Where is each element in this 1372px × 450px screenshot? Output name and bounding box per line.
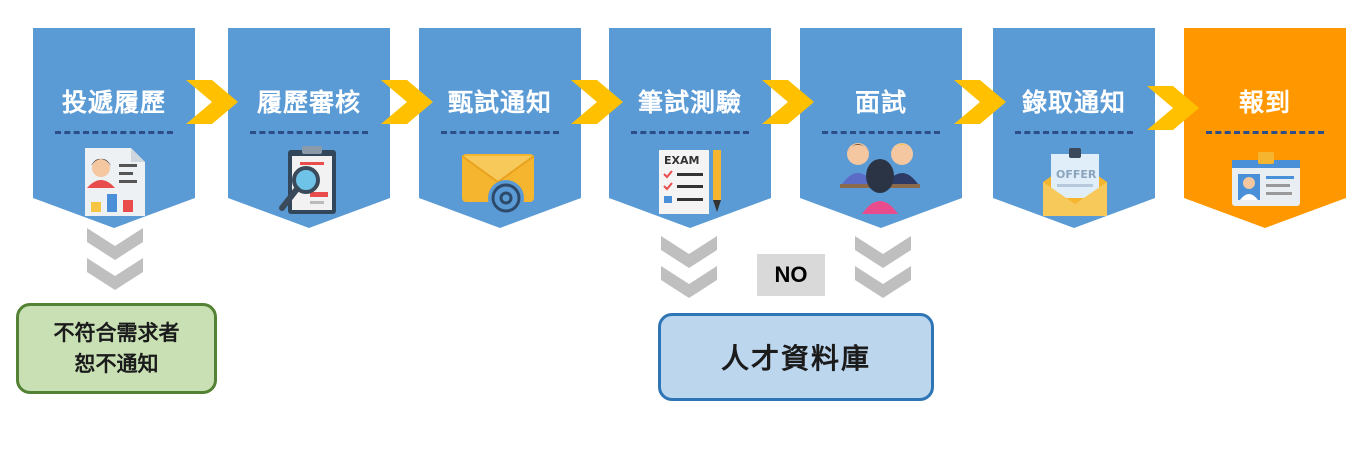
step-divider (250, 131, 368, 134)
down-chevron-icon (87, 228, 143, 290)
process-flow: 投遞履歷 履歷審核 (33, 28, 1346, 228)
connector-arrow-icon (762, 80, 814, 124)
step-label: 投遞履歷 (61, 88, 166, 117)
resume-magnifier-icon (279, 146, 336, 214)
step-divider (822, 131, 940, 134)
connector-arrow-icon (186, 80, 238, 124)
email-envelope-icon (461, 154, 535, 216)
talent-pool-box: 人才資料庫 (658, 313, 934, 401)
no-label: NO (757, 254, 825, 296)
step-divider (441, 131, 559, 134)
reject-note: 不符合需求者 恕不通知 (16, 303, 217, 394)
step-offer-notice: 錄取通知 OFFER (993, 28, 1155, 228)
step-label: 履歷審核 (256, 88, 361, 117)
step-divider (631, 131, 749, 134)
offer-letter-icon: OFFER (1043, 148, 1107, 216)
step-label: 面試 (854, 88, 907, 117)
step-shape (228, 28, 390, 228)
step-shape (419, 28, 581, 228)
step-divider (1206, 131, 1324, 134)
svg-text:OFFER: OFFER (1056, 168, 1097, 181)
down-chevron-icon (661, 236, 717, 298)
step-report-to-work: 報到 (1184, 28, 1346, 228)
interview-people-icon (840, 143, 920, 214)
step-divider (1015, 131, 1133, 134)
step-shape (800, 28, 962, 228)
id-badge-icon (1232, 152, 1300, 206)
step-shape (609, 28, 771, 228)
reject-note-line1: 不符合需求者 (53, 320, 180, 345)
step-interview: 面試 (800, 28, 962, 228)
connector-arrow-icon (381, 80, 433, 124)
step-test-notice: 甄試通知 (419, 28, 581, 228)
talent-pool-label: 人才資料庫 (720, 342, 871, 375)
step-shape (993, 28, 1155, 228)
step-label: 報到 (1238, 88, 1291, 117)
step-resume-review: 履歷審核 (228, 28, 390, 228)
step-written-exam: 筆試測驗 EXAM (609, 28, 771, 228)
reject-note-line2: 恕不通知 (74, 351, 159, 376)
down-chevron-icon (855, 236, 911, 298)
svg-text:EXAM: EXAM (664, 154, 699, 167)
step-label: 筆試測驗 (637, 88, 742, 117)
connector-arrow-icon (954, 80, 1006, 124)
step-label: 錄取通知 (1021, 88, 1126, 117)
resume-chart-icon (85, 148, 145, 216)
step-label: 甄試通知 (447, 88, 552, 117)
exam-sheet-icon: EXAM (659, 150, 721, 214)
step-divider (55, 131, 173, 134)
connector-arrow-icon (1147, 86, 1199, 130)
step-shape (33, 28, 195, 228)
step-submit-resume: 投遞履歷 (33, 28, 195, 228)
connector-arrow-icon (571, 80, 623, 124)
step-shape-final (1184, 28, 1346, 228)
